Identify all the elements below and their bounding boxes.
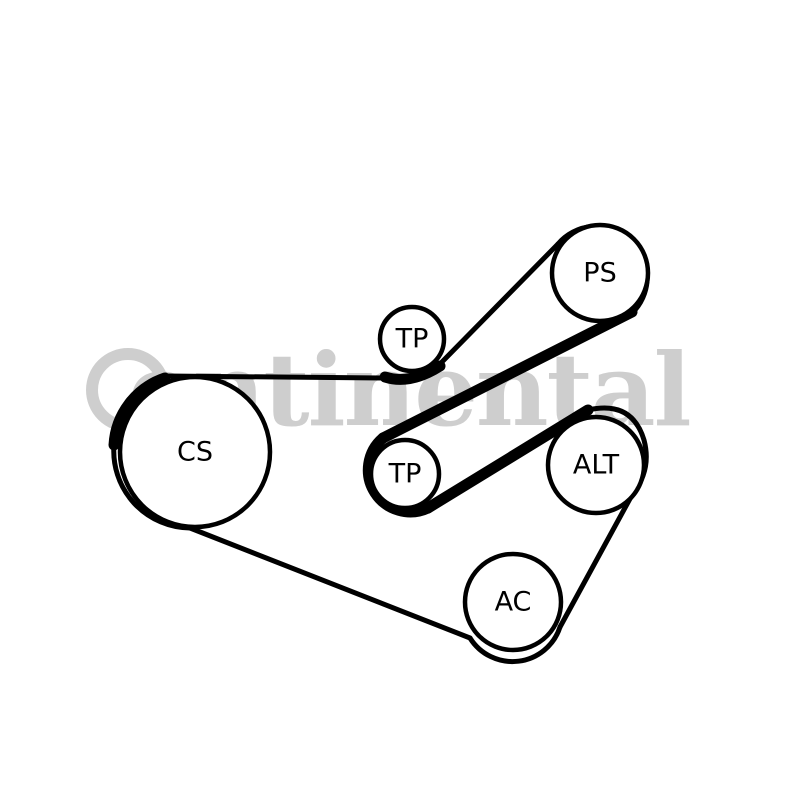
pulley-tp-upper-label: TP	[395, 324, 429, 355]
pulley-alt: ALT	[545, 414, 647, 516]
belt-ac-to-cs	[187, 525, 473, 641]
belt-tp1-to-ps	[435, 241, 561, 369]
pulley-cs-label: CS	[177, 437, 213, 468]
pulley-ac-label: AC	[495, 587, 532, 618]
pulley-cs: CS	[117, 374, 273, 530]
pulley-ac: AC	[462, 551, 564, 653]
pulley-ac-circle	[462, 551, 564, 653]
pulley-tp-upper: TP	[377, 304, 447, 374]
pulley-tp-lower-label: TP	[388, 459, 422, 490]
pulley-tp-lower: TP	[368, 437, 442, 511]
belt-alt-to-ac	[557, 492, 635, 630]
pulley-tp-upper-circle	[377, 304, 447, 374]
pulley-alt-circle	[545, 414, 647, 516]
pulley-ps-label: PS	[583, 258, 616, 289]
belt-tp2-to-alt	[422, 404, 594, 514]
belt-tp1-wrap	[379, 360, 446, 385]
belt-ac-wrap	[467, 624, 563, 665]
pulley-alt-label: ALT	[573, 450, 620, 481]
belt-ps-to-tp2	[377, 306, 638, 444]
pulley-ps: PS	[549, 222, 651, 324]
pulley-ps-circle	[549, 222, 651, 324]
belt-cs-wrap	[108, 372, 171, 451]
pulley-cs-circle	[117, 374, 273, 530]
pulley-tp-lower-circle	[368, 437, 442, 511]
